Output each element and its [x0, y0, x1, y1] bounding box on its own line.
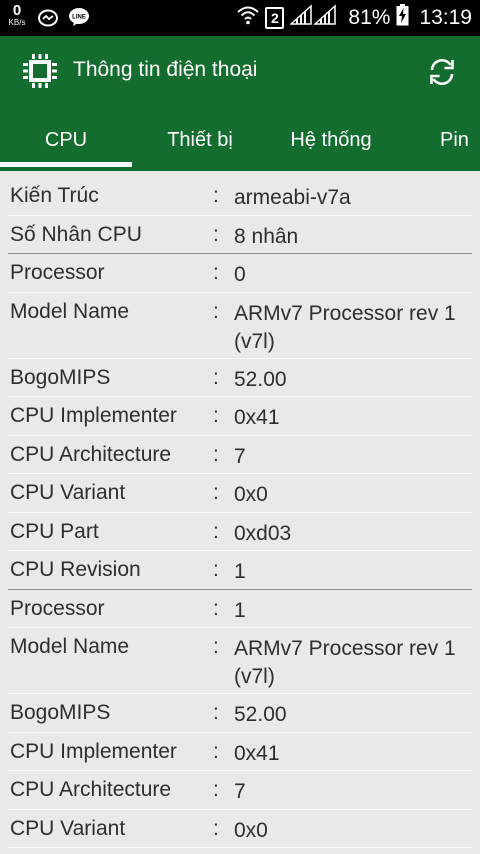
row-value: 8 nhân: [234, 224, 299, 248]
list-item: CPU Implementer:0x41: [0, 733, 480, 772]
list-item: CPU Architecture:7: [0, 771, 480, 810]
row-label: Model Name: [10, 299, 130, 323]
list-item: Processor:1: [0, 590, 480, 629]
row-label: CPU Architecture: [10, 778, 172, 801]
row-separator: :: [213, 404, 219, 427]
list-item: Processor:0: [0, 254, 480, 293]
row-label: Kiến Trúc: [10, 184, 99, 207]
row-label: Model Name: [10, 635, 130, 658]
list-item: CPU Variant:0x0: [0, 474, 480, 513]
row-separator: :: [213, 519, 219, 543]
row-separator: :: [213, 481, 219, 504]
app-title: Thông tin điện thoại: [73, 58, 258, 81]
chip-icon: [22, 53, 58, 89]
tab-cpu[interactable]: CPU: [44, 129, 88, 151]
battery-percent: 81%: [348, 6, 391, 29]
row-value: ARMv7 Processor rev 1 (v7l): [234, 301, 456, 353]
row-separator: :: [213, 365, 219, 389]
row-value: armeabi-v7a: [234, 186, 351, 209]
tab-battery[interactable]: Pin: [440, 129, 469, 151]
cpu-info-list: Kiến Trúc:armeabi-v7a Số Nhân CPU:8 nhân…: [0, 177, 480, 848]
tab-bar: CPU Thiết bị Hệ thống Pin: [0, 116, 480, 171]
row-label: CPU Architecture: [10, 442, 172, 466]
row-label: BogoMIPS: [10, 701, 111, 724]
row-value: ARMv7 Processor rev 1 (v7l): [234, 637, 456, 688]
list-item: BogoMIPS:52.00: [0, 694, 480, 733]
list-item: CPU Variant:0x0: [0, 810, 480, 849]
row-separator: :: [213, 184, 219, 207]
network-speed-unit: KB/s: [8, 18, 26, 27]
list-item: Model Name: ARMv7 Processor rev 1 (v7l): [0, 628, 480, 694]
line-icon: LINE: [68, 7, 90, 32]
row-label: CPU Variant: [10, 481, 126, 504]
row-label: Số Nhân CPU: [10, 222, 142, 246]
row-label: CPU Implementer: [10, 739, 177, 763]
row-label: Processor: [10, 596, 105, 620]
selected-tab-indicator: [0, 162, 132, 167]
network-speed: 0 KB/s: [6, 3, 28, 27]
row-separator: :: [213, 261, 219, 284]
list-item: Kiến Trúc: armeabi-v7a: [0, 177, 480, 216]
list-item: CPU Implementer:0x41: [0, 397, 480, 436]
row-value: 1: [234, 560, 246, 583]
row-label: BogoMIPS: [10, 365, 111, 389]
row-separator: :: [213, 778, 219, 801]
signal-icon: [289, 4, 338, 32]
list-item: CPU Part:0xd03: [0, 513, 480, 552]
row-label: CPU Part: [10, 519, 99, 543]
row-value: 0x41: [234, 406, 280, 429]
list-item: BogoMIPS:52.00: [0, 359, 480, 398]
row-separator: :: [213, 635, 219, 658]
list-item: Model Name: ARMv7 Processor rev 1 (v7l): [0, 293, 480, 359]
row-value: 52.00: [234, 703, 287, 726]
battery-charging-icon: [396, 4, 409, 32]
row-value: 7: [234, 444, 246, 468]
row-value: 7: [234, 780, 246, 803]
refresh-button[interactable]: [426, 56, 458, 88]
list-item: CPU Revision:1: [0, 551, 480, 590]
row-separator: :: [213, 442, 219, 466]
messenger-icon: [38, 9, 58, 32]
tab-device[interactable]: Thiết bị: [167, 129, 233, 151]
wifi-icon: [237, 5, 260, 31]
network-speed-value: 0: [12, 2, 22, 19]
row-separator: :: [213, 222, 219, 246]
list-item: Số Nhân CPU:8 nhân: [0, 216, 480, 255]
row-separator: :: [213, 739, 219, 763]
row-label: CPU Variant: [10, 816, 126, 840]
row-separator: :: [213, 701, 219, 724]
row-label: Processor: [10, 261, 105, 284]
status-bar: 0 KB/s LINE 2 81% 13:19: [0, 0, 480, 36]
tab-system[interactable]: Hệ thống: [290, 129, 372, 151]
clock: 13:19: [419, 6, 472, 29]
row-separator: :: [213, 596, 219, 620]
row-value: 0x0: [234, 483, 268, 506]
row-value: 1: [234, 598, 246, 622]
row-value: 0x0: [234, 818, 268, 842]
row-separator: :: [213, 299, 219, 323]
row-separator: :: [213, 558, 219, 581]
row-value: 0: [234, 263, 246, 286]
row-value: 52.00: [234, 367, 287, 391]
sim-slot-badge: 2: [265, 7, 285, 29]
row-value: 0xd03: [234, 521, 292, 545]
app-bar: Thông tin điện thoại CPU Thiết bị Hệ thố…: [0, 36, 480, 171]
row-separator: :: [213, 816, 219, 840]
row-value: 0x41: [234, 741, 280, 765]
list-item: CPU Architecture:7: [0, 436, 480, 475]
row-label: CPU Implementer: [10, 404, 177, 427]
refresh-icon: [430, 58, 454, 86]
line-icon-label: LINE: [72, 15, 86, 21]
row-label: CPU Revision: [10, 558, 141, 581]
